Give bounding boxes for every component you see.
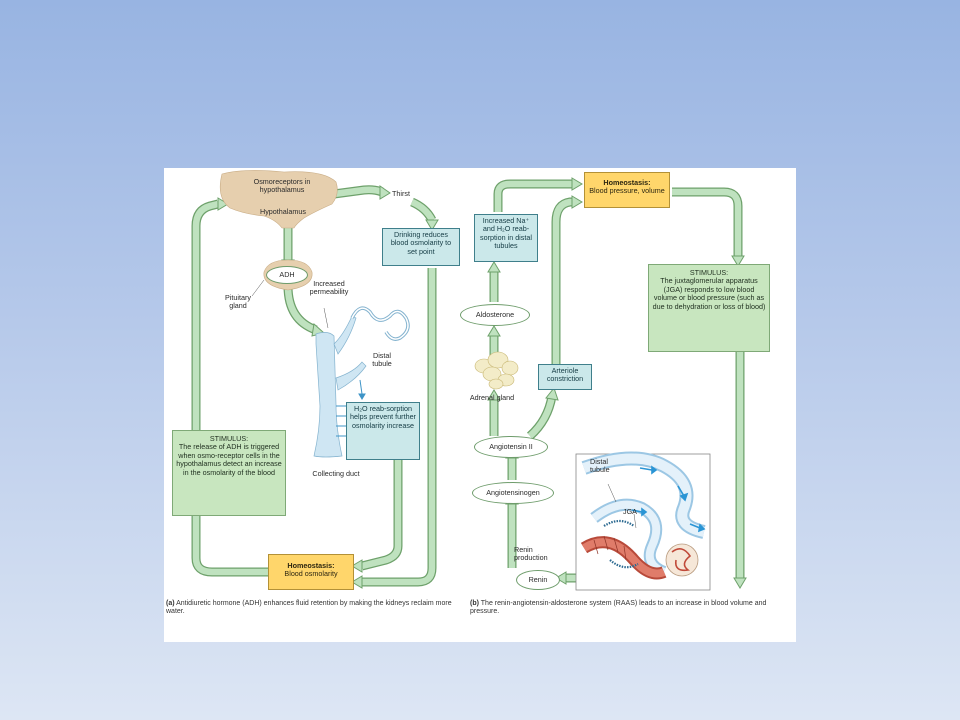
angiotensin2-node: Angiotensin II — [474, 436, 548, 458]
caption-b: (b) The renin-angiotensin-aldosterone sy… — [470, 600, 770, 617]
renin-production-label: Renin production — [514, 545, 548, 563]
hypothalamus-shape — [219, 170, 338, 229]
distal-tubule-label: Distal tubule — [372, 351, 392, 369]
permeability-pointer — [323, 307, 329, 329]
adrenal-gland-shape — [474, 351, 519, 390]
stimulus-text-a: The release of ADH is triggered when osm… — [176, 442, 282, 477]
homeostasis-box-a: Homeostasis: Blood osmolarity — [268, 554, 354, 590]
homeostasis-box-b: Homeostasis: Blood pressure, volume — [584, 172, 670, 208]
reabsorption-box: H₂O reab-sorption helps prevent further … — [346, 402, 420, 460]
adh-label: ADH — [279, 269, 295, 279]
jga-inset — [575, 451, 711, 591]
collecting-duct-shape — [313, 332, 343, 458]
stimulus-text-b: The juxtaglomerular apparatus (JGA) resp… — [652, 276, 766, 311]
panel-a-arrows — [191, 185, 437, 587]
thirst-label: Thirst — [392, 189, 410, 198]
jga-label: JGA — [623, 507, 637, 516]
distal-tubule-shape — [350, 306, 410, 341]
drinking-box: Drinking reduces blood osmolarity to set… — [382, 228, 460, 266]
inset-distal-tubule-label: Distal tubule — [590, 457, 610, 475]
osmoreceptors-label: Osmoreceptors in hypothalamus — [253, 177, 311, 195]
angiotensinogen-label: Angiotensinogen — [486, 487, 540, 497]
angiotensinogen-node: Angiotensinogen — [472, 482, 554, 504]
physiology-figure: Osmoreceptors in hypothalamus Hypothalam… — [164, 168, 796, 642]
homeostasis-text-b: Blood pressure, volume — [589, 186, 665, 196]
caption-b-letter: (b) — [470, 600, 479, 607]
pituitary-label: Pituitary gland — [225, 293, 251, 311]
adrenal-label: Adrenal gland — [469, 393, 515, 402]
angiotensin2-label: Angiotensin II — [489, 441, 533, 451]
stimulus-box-b: STIMULUS: The juxtaglomerular apparatus … — [648, 264, 770, 352]
na-reabsorption-box: Increased Na⁺ and H₂O reab-sorption in d… — [474, 214, 538, 262]
duct-branch-2 — [335, 361, 367, 391]
hypothalamus-label: Hypothalamus — [260, 207, 306, 216]
collecting-duct-label: Collecting duct — [312, 469, 360, 478]
aldosterone-label: Aldosterone — [475, 309, 515, 319]
homeostasis-text-a: Blood osmolarity — [284, 569, 338, 579]
pituitary-pointer — [251, 279, 265, 297]
adh-node: ADH — [266, 266, 308, 284]
diagram-artwork — [189, 170, 747, 591]
stimulus-title-b: STIMULUS: — [689, 268, 729, 277]
arrow-homeo-to-stimulus — [191, 514, 268, 577]
caption-a-text: Antidiuretic hormone (ADH) enhances flui… — [166, 600, 452, 616]
caption-b-text: The renin-angiotensin-aldosterone system… — [470, 600, 767, 616]
arteriole-box: Arteriole constriction — [538, 364, 592, 390]
duct-branch — [333, 315, 357, 355]
aldosterone-node: Aldosterone — [460, 304, 530, 326]
renin-label: Renin — [528, 574, 548, 584]
homeostasis-title-a: Homeostasis: — [287, 561, 335, 570]
homeostasis-title-b: Homeostasis: — [603, 178, 651, 187]
caption-a-letter: (a) — [166, 600, 175, 607]
renin-node: Renin — [516, 570, 560, 590]
stimulus-box-a: STIMULUS: The release of ADH is triggere… — [172, 430, 286, 516]
permeability-label: Increased permeability — [309, 279, 349, 297]
caption-a: (a) Antidiuretic hormone (ADH) enhances … — [166, 600, 464, 617]
arrow-stimulus-to-hypothalamus — [191, 199, 220, 430]
arrow-homeo-to-stimulus-b — [672, 187, 743, 256]
stimulus-title-a: STIMULUS: — [209, 434, 249, 443]
